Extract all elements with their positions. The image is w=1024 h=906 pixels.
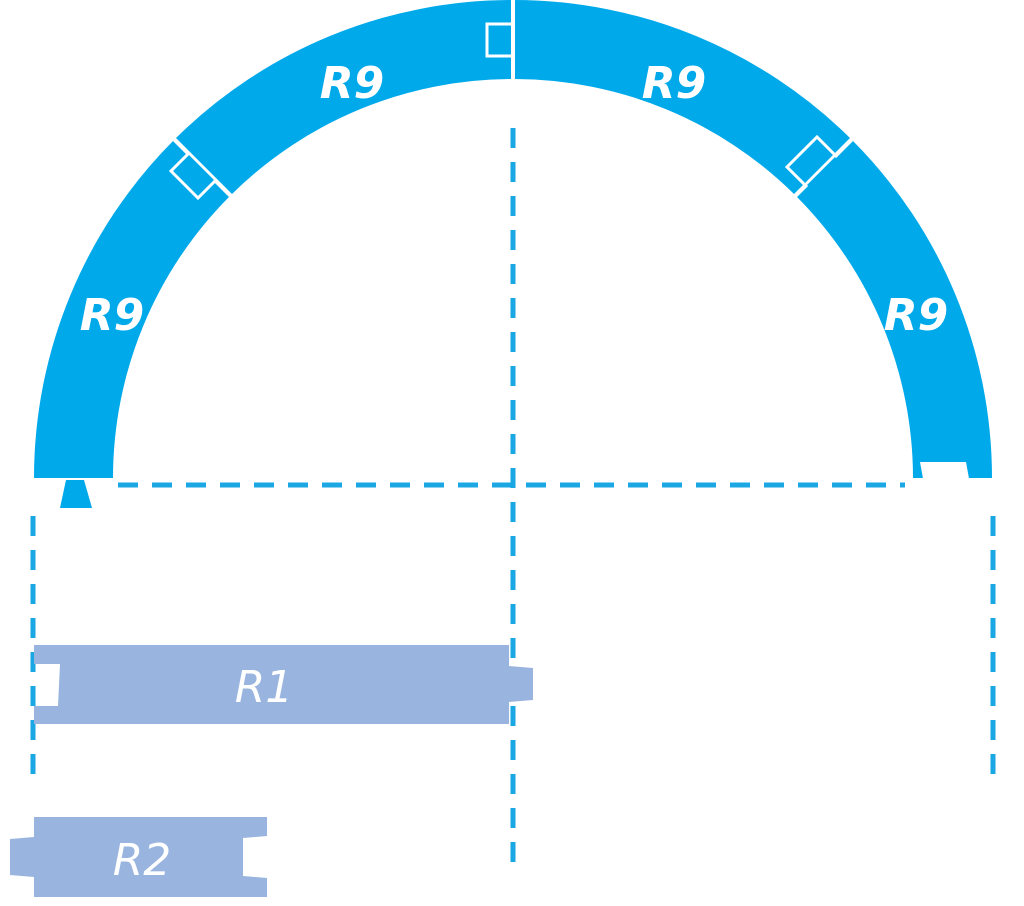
straight-piece-r2 (10, 817, 267, 897)
straight-label-r2: R2 (113, 835, 172, 886)
joint-left (168, 138, 232, 201)
straight-track: R1 R2 (10, 645, 533, 897)
curve-label-upper-right: R9 (642, 58, 707, 109)
guide-lines (30, 128, 996, 870)
curve-end-tab-left (60, 480, 92, 508)
curve-segment-upper-right (515, 0, 850, 194)
curve-segment-left (34, 140, 230, 478)
curve-joints (168, 6, 854, 201)
curve-label-right: R9 (884, 290, 949, 341)
curved-track (34, 0, 992, 508)
straight-label-r1: R1 (235, 662, 294, 713)
joint-top (485, 6, 515, 90)
curve-end-notch-right (920, 462, 970, 484)
curve-segment-upper-left (176, 0, 511, 194)
curve-segment-right (796, 140, 992, 478)
curve-label-left: R9 (80, 290, 145, 341)
straight-piece-r1 (34, 645, 533, 724)
curve-labels: R9 R9 R9 R9 (80, 58, 949, 341)
joint-right (784, 134, 854, 200)
curve-label-upper-left: R9 (320, 58, 385, 109)
